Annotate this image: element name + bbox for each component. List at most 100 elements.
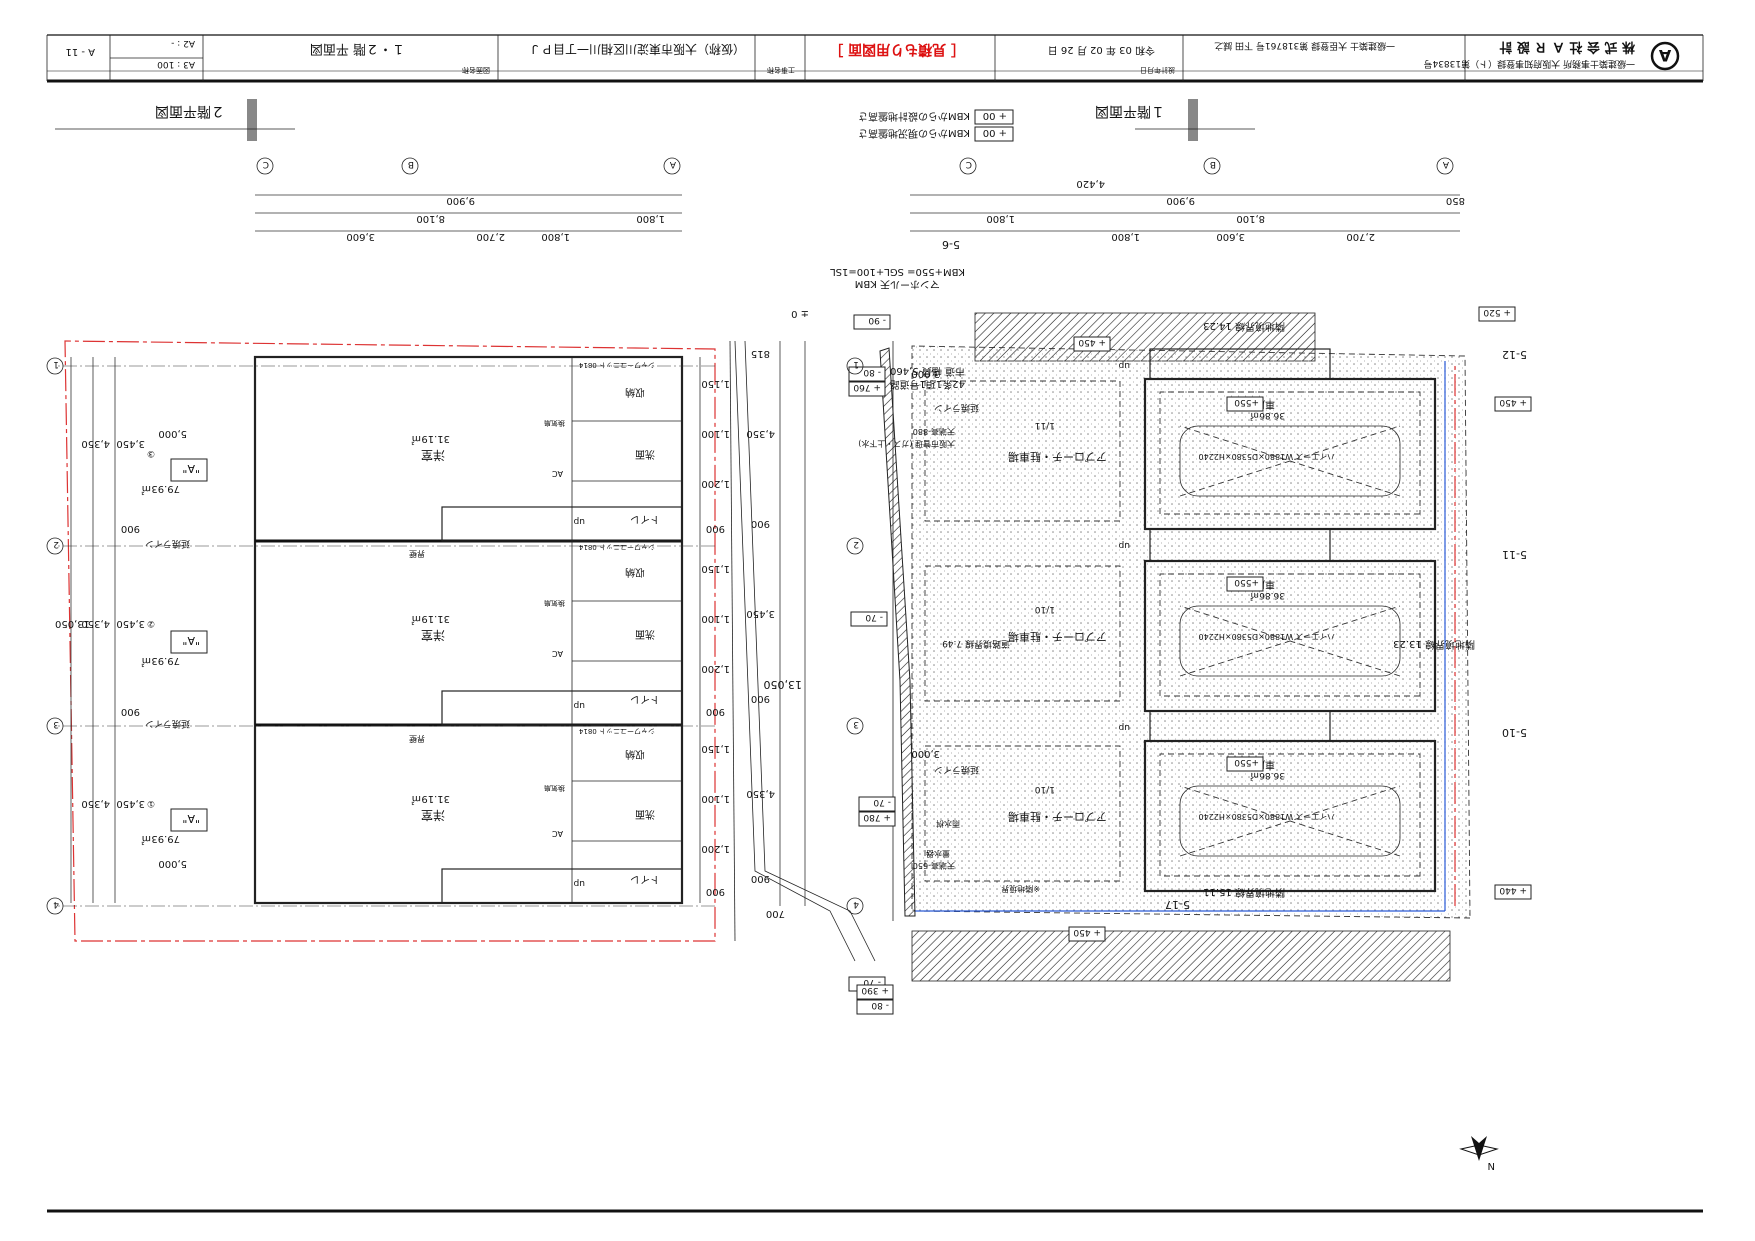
svg-text:2,700: 2,700: [476, 231, 505, 242]
svg-text:900: 900: [706, 886, 725, 897]
svg-text:1,100: 1,100: [701, 793, 730, 804]
drawing-label: 図面名称: [462, 66, 490, 75]
svg-text:- 80: - 80: [863, 367, 881, 377]
plan2-up-3: up: [573, 516, 585, 526]
room-name-1: 洋室: [421, 808, 445, 823]
svg-text:- 70: - 70: [863, 977, 881, 987]
drawing-name: １・２階 平面図: [310, 41, 405, 56]
kbm-note: KBM+550= SGL+100=1SL: [830, 266, 965, 277]
svg-text:1,200: 1,200: [701, 843, 730, 854]
company-line: 一級建築士事務所 大阪府知事登録（ト）第13834号: [1424, 58, 1636, 70]
svg-text:+550: +550: [1234, 397, 1259, 407]
partition-1: 界壁: [409, 734, 425, 744]
road-note-4: 天端高-880: [913, 427, 955, 437]
vent-1: 換気扇: [544, 784, 565, 793]
wash-1: 洗面: [635, 808, 655, 820]
svg-text:②: ②: [147, 618, 155, 628]
partition-2: 界壁: [409, 549, 425, 559]
closet-1: 収納: [625, 748, 645, 761]
unit-area-1: 79.93㎡: [141, 833, 180, 845]
svg-text:- 70: - 70: [873, 797, 891, 807]
room-area-3: 31.19㎡: [411, 433, 450, 445]
svg-text:+ 520: + 520: [1483, 307, 1511, 317]
closet-2: 収納: [625, 566, 645, 579]
road-label-5-17: 5-17: [1165, 898, 1190, 911]
plan2-up-2: up: [573, 700, 585, 710]
road-label-5-10: 5-10: [1502, 726, 1527, 739]
svg-text:5,000: 5,000: [158, 428, 187, 439]
approach-3: [924, 380, 1121, 522]
vent-3: 換気扇: [544, 419, 565, 428]
shower-1: シャワーユニット 0814: [578, 727, 655, 735]
svg-text:4: 4: [53, 899, 59, 909]
plan1-extension-2: 延焼ライン: [934, 402, 979, 414]
plan2-title: ２階平面図: [155, 103, 225, 119]
site-outline: [911, 345, 1471, 919]
unit-tag-2: "A": [182, 634, 200, 647]
title-block: A 一級建築士事務所 大阪府知事登録（ト）第13834号 株 式 会 社 Ａ Ｒ…: [46, 34, 1704, 1213]
road-note-3: 大阪市管理 (ガス・上下水): [858, 439, 955, 449]
scale-a2: A2 : -: [171, 38, 195, 48]
plan2-grid-bubbles: 4 3 2 1 A B C: [46, 157, 681, 915]
date-value: 令和 03 年 02 月 26 日: [1048, 44, 1155, 57]
approach-label-3: アプローチ・駐車場: [1008, 450, 1107, 464]
svg-text:1,100: 1,100: [701, 428, 730, 439]
svg-text:+ 450: + 450: [1499, 397, 1527, 407]
plan2-title-bar: [247, 99, 257, 141]
kbm-zero: ± 0: [791, 308, 809, 319]
plan2-dims-right: 3,450 900 3,450 900 3,450 4,350 4,350 4,…: [55, 357, 187, 903]
svg-text:4: 4: [853, 899, 859, 909]
svg-text:+550: +550: [1234, 577, 1259, 587]
svg-text:3,450: 3,450: [116, 618, 145, 629]
drain-label: 雨水桝: [936, 819, 960, 829]
svg-text:+550: +550: [1234, 757, 1259, 767]
legend-box-design: + 00: [983, 110, 1007, 121]
plan2-up-1: up: [573, 878, 585, 888]
neighbor-hatch-top: [911, 930, 1451, 982]
svg-text:1,200: 1,200: [701, 478, 730, 489]
boundary-bottom: 隣地境界線 14.23: [1203, 320, 1285, 333]
legend-design-ground: KBMからの設計地盤高さ: [858, 110, 970, 123]
plan1-dims-vertical: 13,050 900 4,350 900 3,450 900 4,350 815…: [746, 341, 940, 919]
svg-text:- 90: - 90: [868, 315, 886, 325]
plan2-extension-1: 延焼ライン: [145, 718, 190, 730]
svg-text:850: 850: [1446, 195, 1465, 206]
garage-area-2: 36.86㎡: [1250, 590, 1285, 601]
svg-text:A: A: [1442, 159, 1449, 169]
plan2-site-boundary: [64, 340, 716, 942]
plan1-title-bar: [1188, 99, 1198, 141]
boundary-top: 隣地境界線 15.11: [1203, 886, 1285, 899]
legend-box-existing: + 00: [983, 127, 1007, 138]
room-area-2: 31.19㎡: [411, 613, 450, 625]
svg-text:3,600: 3,600: [346, 231, 375, 242]
svg-text:3,450: 3,450: [116, 438, 145, 449]
svg-text:3: 3: [53, 719, 59, 729]
approach-label-2: アプローチ・駐車場: [1008, 630, 1107, 644]
room-area-1: 31.19㎡: [411, 793, 450, 805]
unit-area-3: 79.93㎡: [141, 483, 180, 495]
svg-text:1,800: 1,800: [1111, 231, 1140, 242]
plan2-dim-total: 13,050: [55, 618, 90, 629]
wash-2: 洗面: [635, 628, 655, 640]
unit-area-2: 79.93㎡: [141, 655, 180, 667]
road-boundary: 道路境界線 7.49: [942, 638, 1010, 650]
svg-text:1: 1: [853, 359, 859, 369]
svg-text:9,900: 9,900: [446, 195, 475, 206]
car-3: [1179, 425, 1401, 497]
license-line: 一級建築士 大臣登録 第318761号 下田 誠之: [1214, 40, 1395, 52]
svg-text:- 70: - 70: [865, 612, 883, 622]
road-side-wall: [879, 347, 916, 917]
company-name: 株 式 会 社 Ａ Ｒ 設 計: [1499, 39, 1635, 55]
slope-2: 1/10: [1035, 604, 1055, 614]
car-1: [1179, 785, 1401, 857]
svg-text:+ 390: + 390: [861, 985, 889, 995]
wash-3: 洗面: [635, 448, 655, 460]
scale-a3: A3 : 100: [157, 59, 195, 69]
sheet-number: A - 11: [65, 46, 95, 57]
road-label-5-11: 5-11: [1502, 548, 1527, 561]
svg-text:9,900: 9,900: [1166, 195, 1195, 206]
plan2-extension-2: 延焼ライン: [145, 538, 190, 550]
svg-text:+ 450: + 450: [1078, 337, 1106, 347]
